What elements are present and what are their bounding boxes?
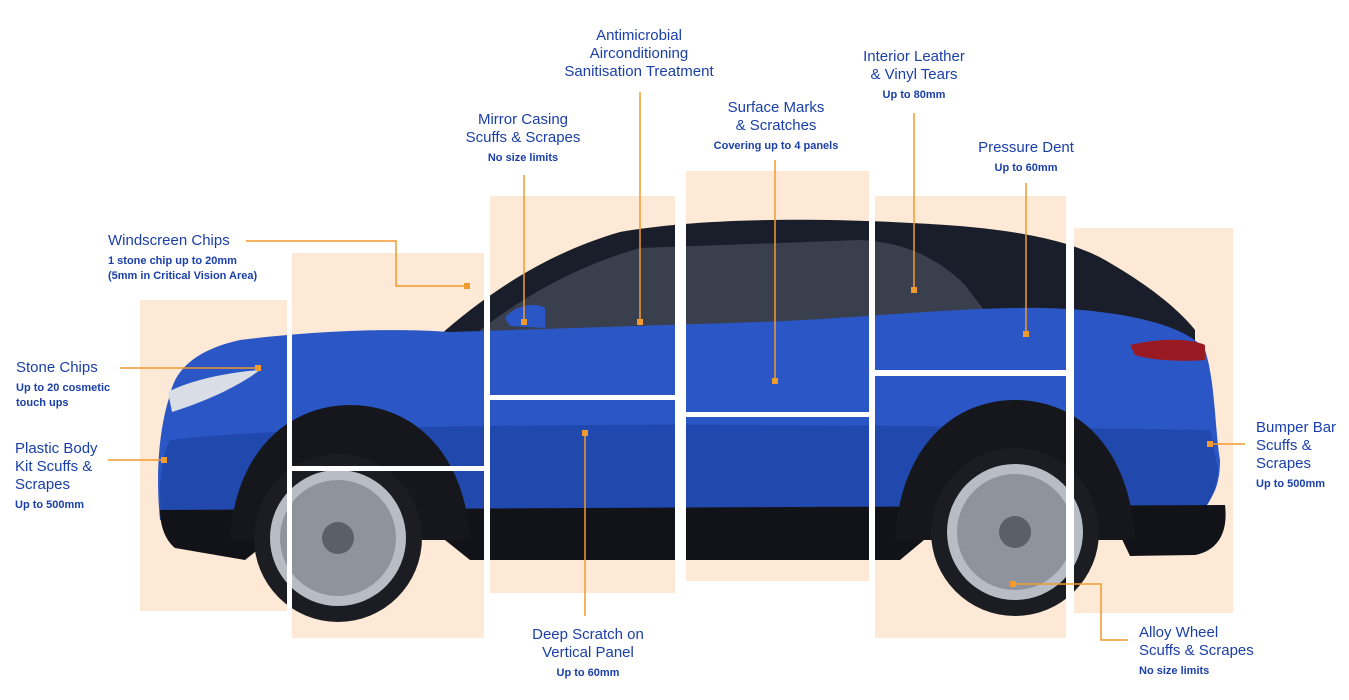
marker-interior xyxy=(911,287,917,293)
label-mirror-line2: Scuffs & Scrapes xyxy=(465,129,581,146)
marker-pressure xyxy=(1023,331,1029,337)
label-stone-chips: Stone Chips Up to 20 cosmetic touch ups xyxy=(16,359,110,411)
label-interior-leather: Interior Leather & Vinyl Tears Up to 80m… xyxy=(863,48,965,103)
marker-alloy xyxy=(1010,581,1016,587)
label-windscreen-chips: Windscreen Chips 1 stone chip up to 20mm… xyxy=(108,232,257,284)
label-mirror-sub: No size limits xyxy=(487,152,559,164)
label-stone-sub1: Up to 20 cosmetic xyxy=(16,382,111,394)
label-alloy-sub: No size limits xyxy=(1139,665,1210,677)
label-bumper-line2: Scuffs & xyxy=(1256,437,1312,454)
label-interior-sub: Up to 80mm xyxy=(882,89,946,101)
separator-v4 xyxy=(869,160,875,680)
label-antimicrobial-line3: Sanitisation Treatment xyxy=(564,63,714,80)
label-plastic-body-kit: Plastic Body Kit Scuffs & Scrapes Up to … xyxy=(15,440,98,513)
label-antimicrobial-line1: Antimicrobial xyxy=(596,27,682,44)
separator-v5 xyxy=(1066,200,1074,680)
label-mirror-casing: Mirror Casing Scuffs & Scrapes No size l… xyxy=(466,111,581,166)
marker-antimicrobial xyxy=(637,319,643,325)
label-interior-line1: Interior Leather xyxy=(863,48,965,65)
leader-lines xyxy=(108,92,1245,641)
label-surface-line2: & Scratches xyxy=(735,117,817,134)
marker-surface xyxy=(772,378,778,384)
separator-v2 xyxy=(484,180,490,680)
marker-windscreen xyxy=(464,283,470,289)
marker-plastic-body xyxy=(161,457,167,463)
label-antimicrobial: Antimicrobial Airconditioning Sanitisati… xyxy=(564,27,713,81)
leader-alloy xyxy=(1013,583,1128,641)
label-alloy-wheel: Alloy Wheel Scuffs & Scrapes No size lim… xyxy=(1139,624,1254,679)
label-pressure-line1: Pressure Dent xyxy=(978,139,1074,156)
car-tail-light xyxy=(1130,339,1205,361)
label-bumper-line1: Bumper Bar xyxy=(1256,419,1337,436)
label-surface-line1: Surface Marks xyxy=(727,99,825,116)
separator-h2 xyxy=(490,395,675,400)
markers xyxy=(161,283,1213,587)
separator-h4 xyxy=(875,370,1066,376)
car-windows xyxy=(480,240,990,332)
label-plastic-line2: Kit Scuffs & xyxy=(15,458,93,475)
label-surface-marks: Surface Marks & Scratches Covering up to… xyxy=(714,99,839,154)
label-interior-line2: & Vinyl Tears xyxy=(870,66,958,83)
label-bumper-bar: Bumper Bar Scuffs & Scrapes Up to 500mm xyxy=(1256,419,1336,492)
label-stone-line1: Stone Chips xyxy=(16,359,98,376)
label-deep-line1: Deep Scratch on xyxy=(532,626,644,643)
marker-mirror xyxy=(521,319,527,325)
separator-h1 xyxy=(292,466,484,471)
label-stone-sub2: touch ups xyxy=(16,397,69,409)
rear-wheel xyxy=(931,448,1099,616)
label-bumper-line3: Scrapes xyxy=(1256,455,1312,472)
label-windscreen-line1: Windscreen Chips xyxy=(108,232,230,249)
label-deep-line2: Vertical Panel xyxy=(542,644,634,661)
label-pressure-sub: Up to 60mm xyxy=(994,162,1058,174)
label-deep-sub: Up to 60mm xyxy=(556,667,620,679)
label-plastic-line3: Scrapes xyxy=(15,476,71,493)
leader-windscreen xyxy=(246,240,466,287)
label-bumper-sub: Up to 500mm xyxy=(1256,478,1326,490)
label-plastic-sub: Up to 500mm xyxy=(15,499,85,511)
label-windscreen-sub1: 1 stone chip up to 20mm xyxy=(108,255,237,267)
separator-v3 xyxy=(675,160,686,680)
separator-h3 xyxy=(686,412,869,417)
panel-separators xyxy=(287,160,1074,680)
label-antimicrobial-line2: Airconditioning xyxy=(589,45,689,62)
separator-v1 xyxy=(287,200,292,680)
label-deep-scratch: Deep Scratch on Vertical Panel Up to 60m… xyxy=(532,626,644,681)
label-surface-sub: Covering up to 4 panels xyxy=(713,140,839,152)
label-alloy-line1: Alloy Wheel xyxy=(1139,624,1219,641)
marker-deep-scratch xyxy=(582,430,588,436)
label-windscreen-sub2: (5mm in Critical Vision Area) xyxy=(108,270,258,282)
car-mirror xyxy=(505,305,545,328)
label-plastic-line1: Plastic Body xyxy=(15,440,98,457)
label-alloy-line2: Scuffs & Scrapes xyxy=(1139,642,1254,659)
front-wheel xyxy=(254,454,422,622)
label-mirror-line1: Mirror Casing xyxy=(477,111,568,128)
label-pressure-dent: Pressure Dent Up to 60mm xyxy=(978,139,1074,176)
marker-stone-chips xyxy=(255,365,261,371)
car-headlight xyxy=(168,370,260,412)
marker-bumper xyxy=(1207,441,1213,447)
